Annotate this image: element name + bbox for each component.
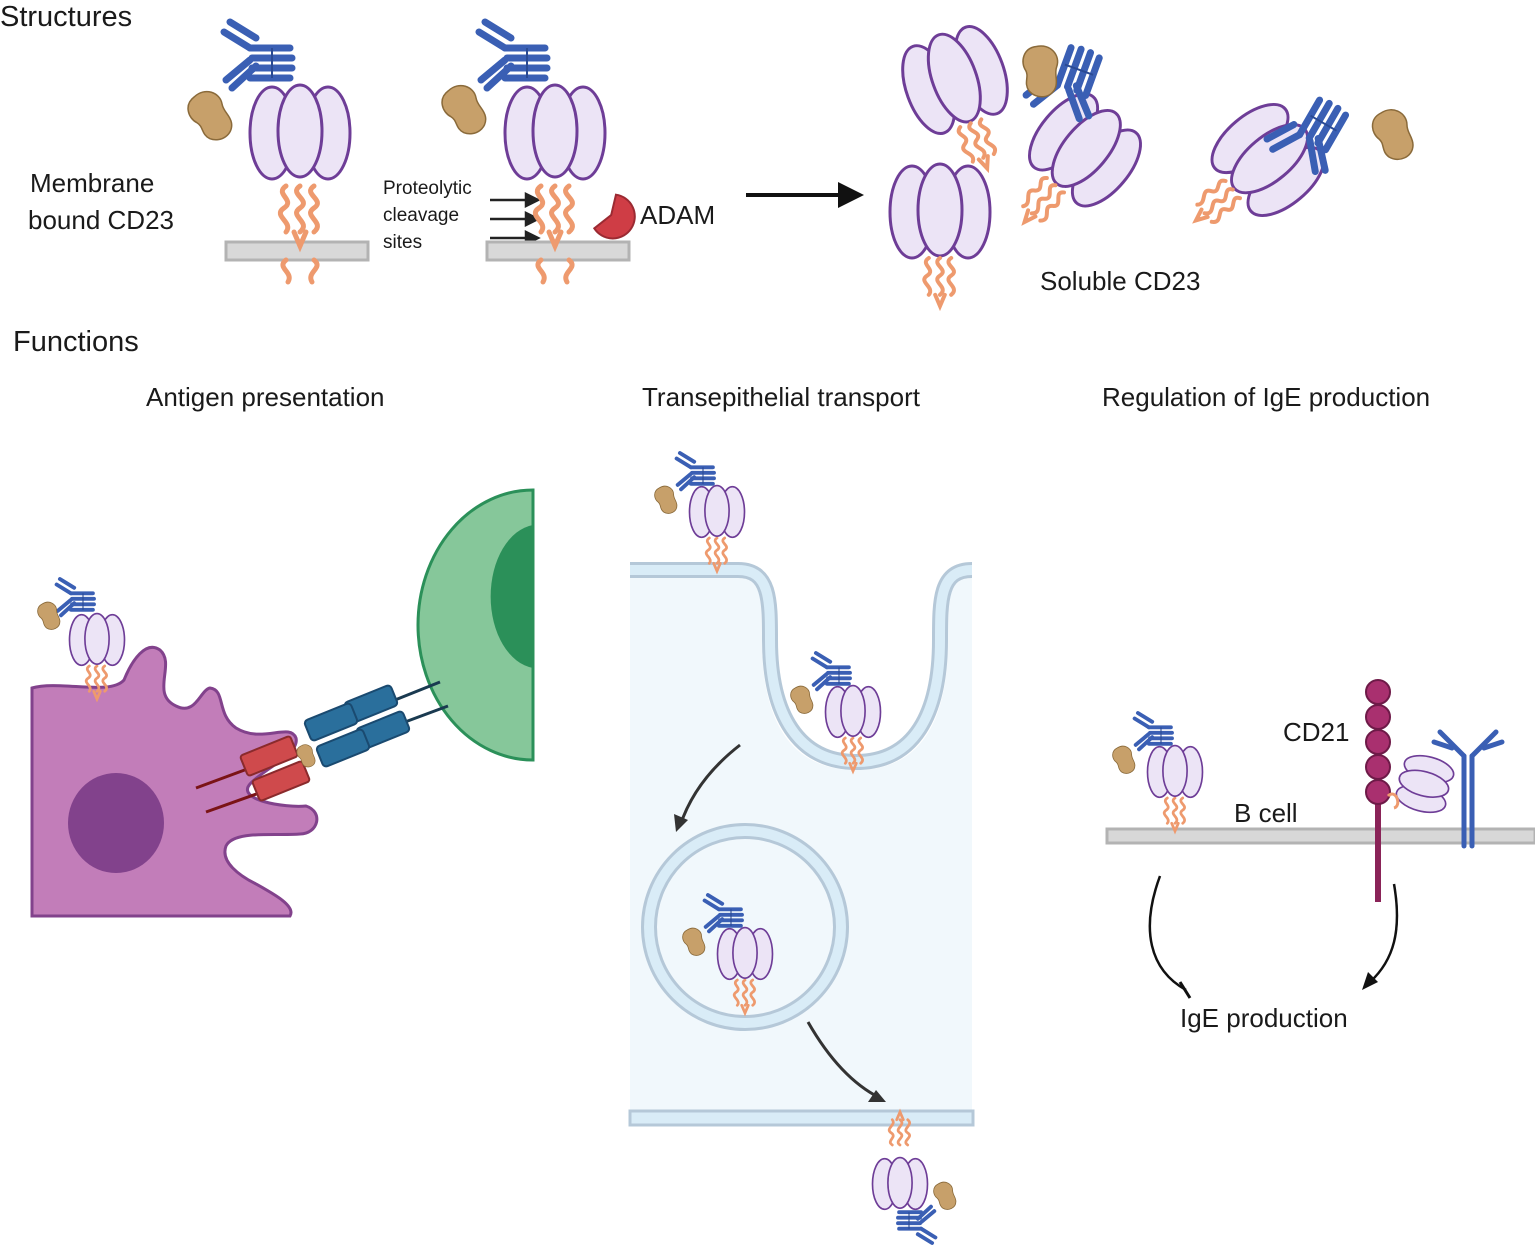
- b-cell-label: B cell: [1234, 798, 1298, 828]
- membrane-bound-cd23: Membrane bound CD23: [28, 22, 370, 285]
- regulation-panel: Regulation of IgE production B cell CD21: [1102, 382, 1535, 1033]
- ige-antibody: [1132, 711, 1174, 752]
- allergen: [1371, 109, 1414, 161]
- cd21: [1365, 679, 1391, 902]
- ige-antibody: [479, 22, 547, 88]
- allergen: [654, 485, 678, 514]
- allergen: [438, 81, 489, 139]
- t-cell-nucleus: [490, 525, 533, 668]
- cd23-stalk: [535, 186, 572, 285]
- cleavage-arrows: [490, 191, 541, 247]
- allergen: [790, 685, 814, 714]
- mhc-molecule: [195, 735, 311, 814]
- cleavage-cd23: Proteolytic cleavage sites ADAM: [383, 22, 715, 285]
- regulation-title: Regulation of IgE production: [1102, 382, 1430, 412]
- inhibition-arrow: [1148, 875, 1187, 992]
- ige-antibody: [674, 451, 716, 492]
- soluble-fragment-3: [986, 79, 1156, 254]
- soluble-fragment-2: [888, 162, 992, 306]
- allergen: [933, 1181, 957, 1210]
- ige-antibody: [224, 22, 292, 88]
- cd23-lectin-heads: [824, 684, 882, 739]
- endocytosis-arrow: [678, 743, 741, 827]
- cleavage-label-3: sites: [383, 232, 422, 253]
- adam-label: ADAM: [640, 200, 715, 230]
- ige-antibody: [810, 651, 852, 692]
- structures-heading: Structures: [0, 1, 132, 33]
- membrane-ige: [1431, 729, 1505, 849]
- cleavage-label-2: cleavage: [383, 205, 459, 226]
- functions-heading: Functions: [13, 326, 139, 358]
- antigen-presentation-title: Antigen presentation: [146, 382, 385, 412]
- cd23-stalk: [280, 186, 317, 285]
- t-cell-receptor: [303, 680, 449, 768]
- ige-antibody: [896, 1204, 938, 1245]
- basolateral-membrane: [628, 1109, 975, 1127]
- cd23-lectin-heads: [716, 926, 774, 981]
- exocytosis-arrow: [806, 1021, 881, 1100]
- dendritic-cell-nucleus: [68, 773, 164, 873]
- shedding-arrow: [746, 182, 864, 208]
- soluble-cd23-bound: [1391, 749, 1458, 818]
- cd23-lectin-heads: [503, 83, 607, 181]
- ige-antibody: [54, 577, 96, 618]
- b-cell-membrane: [1105, 827, 1535, 845]
- cd23-lectin-heads: [68, 612, 126, 667]
- cd23-lectin-heads: [248, 83, 352, 181]
- transepithelial-transport-panel: Transepithelial transport: [628, 382, 975, 1245]
- cleavage-label-1: Proteolytic: [383, 178, 472, 199]
- ige-production-label: IgE production: [1180, 1003, 1348, 1033]
- stimulation-arrow: [1369, 883, 1399, 983]
- soluble-cd23-fragments: Soluble CD23: [888, 16, 1414, 306]
- allergen: [37, 601, 61, 630]
- transepithelial-title: Transepithelial transport: [642, 382, 921, 412]
- cd23-stalk: [1162, 796, 1186, 833]
- cd23-lectin-heads: [688, 484, 746, 539]
- adam-enzyme: [592, 193, 636, 240]
- antigen-presentation-panel: Antigen presentation: [30, 382, 535, 918]
- cd23-lectin-heads: [871, 1156, 929, 1211]
- allergen: [1112, 745, 1136, 774]
- membrane-bound-label-2: bound CD23: [28, 205, 174, 235]
- cd21-label: CD21: [1283, 717, 1349, 747]
- cd23-lectin-heads: [1146, 744, 1204, 799]
- soluble-cd23-label: Soluble CD23: [1040, 266, 1200, 296]
- soluble-fragment-1: [890, 16, 1020, 186]
- membrane-bound-label-1: Membrane: [30, 168, 154, 198]
- allergen: [184, 87, 235, 145]
